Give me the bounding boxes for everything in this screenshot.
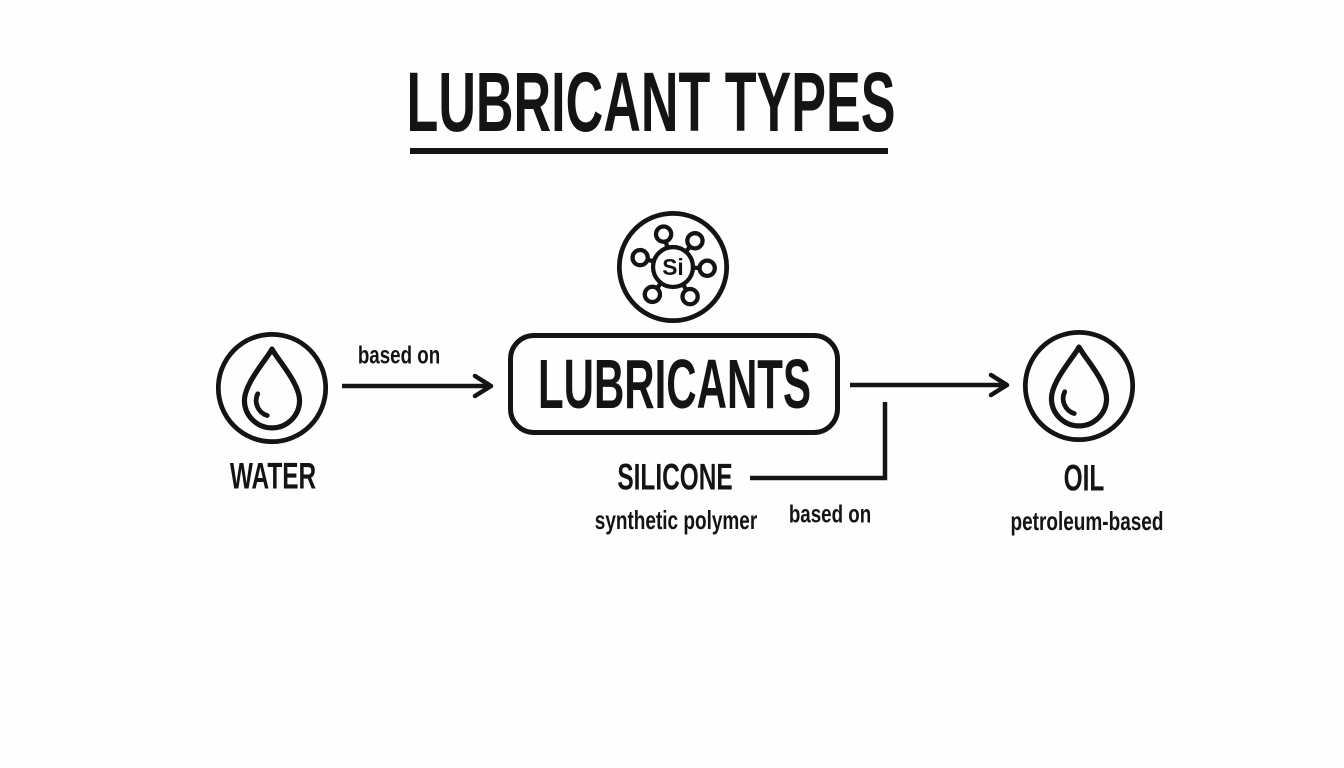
arrow-lubricants-to-oil	[850, 372, 1010, 398]
title-underline	[410, 148, 888, 154]
diagram-title: LUBRICANT TYPES	[406, 55, 896, 149]
lubricants-node-label: LUBRICANTS	[537, 345, 811, 423]
oil-drop-icon	[1022, 329, 1136, 443]
silicone-node-sublabel: synthetic polymer	[594, 505, 758, 535]
connector-silicone-to-lubricants	[750, 402, 888, 481]
oil-node-sublabel: petroleum-based	[1010, 506, 1164, 536]
edge-label-silicone-based-on: based on	[788, 500, 872, 529]
silicone-node-label: SILICONE	[617, 456, 733, 498]
water-node-label: WATER	[229, 455, 317, 497]
si-symbol-text: Si	[662, 254, 684, 280]
edge-label-water-based-on: based on	[357, 341, 441, 370]
arrow-water-to-lubricants	[342, 373, 494, 399]
oil-node-label: OIL	[1063, 457, 1105, 499]
water-drop-icon	[215, 331, 329, 445]
silicone-molecule-icon: Si	[616, 210, 730, 324]
lubricants-node: LUBRICANTS	[508, 333, 840, 435]
